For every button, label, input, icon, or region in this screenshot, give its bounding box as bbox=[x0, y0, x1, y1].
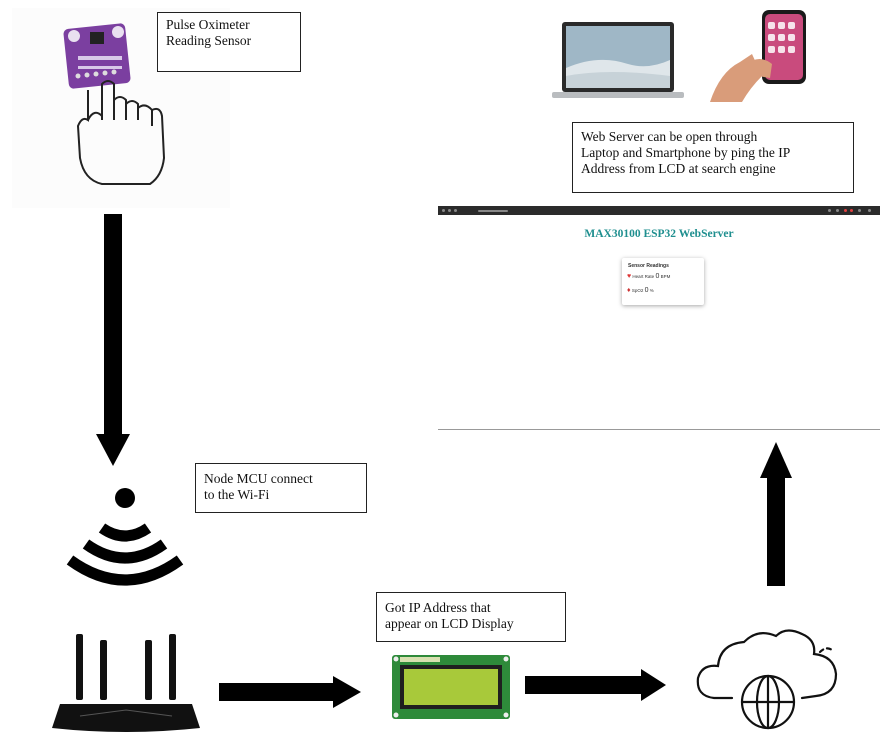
arrow-right-router-to-lcd bbox=[219, 676, 361, 708]
heart-icon: ♥ bbox=[627, 273, 632, 280]
lcd-callout: Got IP Address that appear on LCD Displa… bbox=[376, 592, 566, 642]
browser-toolbar bbox=[438, 206, 880, 215]
spo2-value: 0 bbox=[644, 287, 649, 294]
lcd-callout-line-2: appear on LCD Display bbox=[385, 616, 514, 631]
heart-rate-value: 0 bbox=[655, 273, 660, 280]
sensor-callout: Pulse Oximeter Reading Sensor bbox=[157, 12, 301, 72]
heart-rate-label: Heart Rate bbox=[632, 274, 655, 279]
arrow-down-sensor-to-wifi bbox=[96, 214, 130, 466]
router-icon bbox=[52, 634, 200, 732]
webserver-title: MAX30100 ESP32 WebServer bbox=[584, 228, 734, 240]
web-server-callout-line-3: Address from LCD at search engine bbox=[581, 161, 776, 176]
node-mcu-callout-line-2: to the Wi-Fi bbox=[204, 487, 270, 502]
card-header: Sensor Readings bbox=[628, 263, 669, 269]
spo2-row: ♦ SpO2 0 % bbox=[627, 287, 654, 294]
cloud-globe-icon bbox=[696, 629, 838, 730]
lcd-callout-line-1: Got IP Address that bbox=[385, 600, 491, 615]
sensor-callout-line-1: Pulse Oximeter bbox=[166, 17, 250, 32]
heart-rate-row: ♥ Heart Rate 0 BPM bbox=[627, 273, 670, 280]
web-server-callout-line-2: Laptop and Smartphone by ping the IP bbox=[581, 145, 791, 160]
node-mcu-callout-line-1: Node MCU connect bbox=[204, 471, 313, 486]
arrow-up-cloud-to-webserver bbox=[760, 442, 792, 586]
web-server-callout: Web Server can be open through Laptop an… bbox=[572, 122, 854, 193]
sensor-readings-card: Sensor Readings ♥ Heart Rate 0 BPM ♦ SpO… bbox=[622, 258, 704, 305]
spo2-label: SpO2 bbox=[631, 288, 644, 293]
sensor-callout-line-2: Reading Sensor bbox=[166, 33, 252, 48]
webserver-bottom-border bbox=[438, 429, 880, 430]
webserver-screenshot: MAX30100 ESP32 WebServer Sensor Readings… bbox=[438, 206, 880, 430]
drop-icon: ♦ bbox=[627, 287, 631, 294]
smartphone-icon bbox=[710, 10, 806, 102]
heart-rate-unit: BPM bbox=[660, 274, 671, 279]
arrow-right-lcd-to-cloud bbox=[525, 669, 666, 701]
web-server-callout-line-1: Web Server can be open through bbox=[581, 129, 758, 144]
wifi-signal-icon bbox=[66, 488, 184, 586]
laptop-icon bbox=[552, 22, 684, 98]
node-mcu-callout: Node MCU connect to the Wi-Fi bbox=[195, 463, 367, 513]
spo2-unit: % bbox=[649, 288, 654, 293]
lcd-display-icon bbox=[392, 655, 510, 719]
